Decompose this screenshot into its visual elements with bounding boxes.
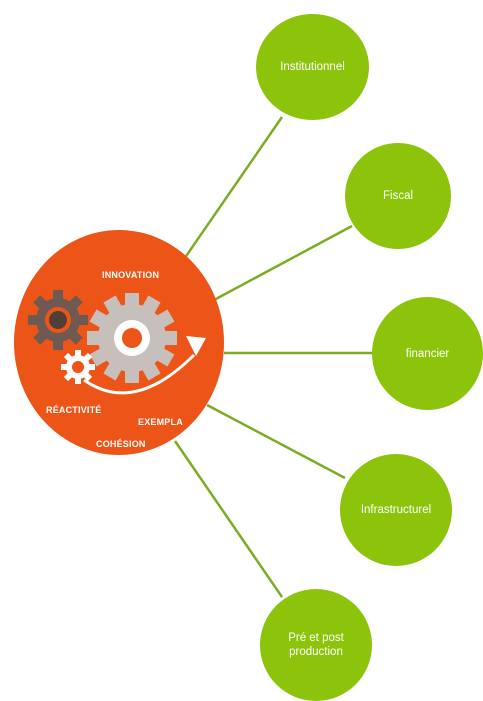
node-pre-post-production[interactable]: Pré et post production [260,589,372,701]
node-label: Pré et post production [288,632,344,658]
node-infrastructurel[interactable]: Infrastructurel [340,454,452,566]
node-label: Institutionnel [280,61,345,73]
node-label: Infrastructurel [360,504,432,516]
gear-icon [61,350,95,384]
connector-line-fiscal [213,224,353,302]
gear-icon [87,293,177,383]
connector-line-pre-post-production [173,440,284,598]
hub-word-ite: ITE [32,246,47,256]
node-financier[interactable]: financier [372,297,483,410]
gear-icon [28,290,88,350]
node-label: financier [405,347,450,360]
arrow-icon [83,336,206,395]
hub-word-cohesion: COHÉSION [96,439,146,449]
node-label: Fiscal [382,190,414,202]
node-institutionnel[interactable]: Institutionnel [256,14,369,120]
hub-word-exempla: EXEMPLA [138,417,183,427]
connector-line-infrastructurel [206,403,346,480]
connector-line-institutionnel [180,116,284,263]
hub-word-innovation: INNOVATION [102,270,160,280]
node-fiscal[interactable]: Fiscal [345,143,451,249]
hub-image: INNOVATION RÉACTIVITÉ EXEMPLA COHÉSION I… [14,230,224,455]
hub-word-reactivite: RÉACTIVITÉ [46,405,102,415]
